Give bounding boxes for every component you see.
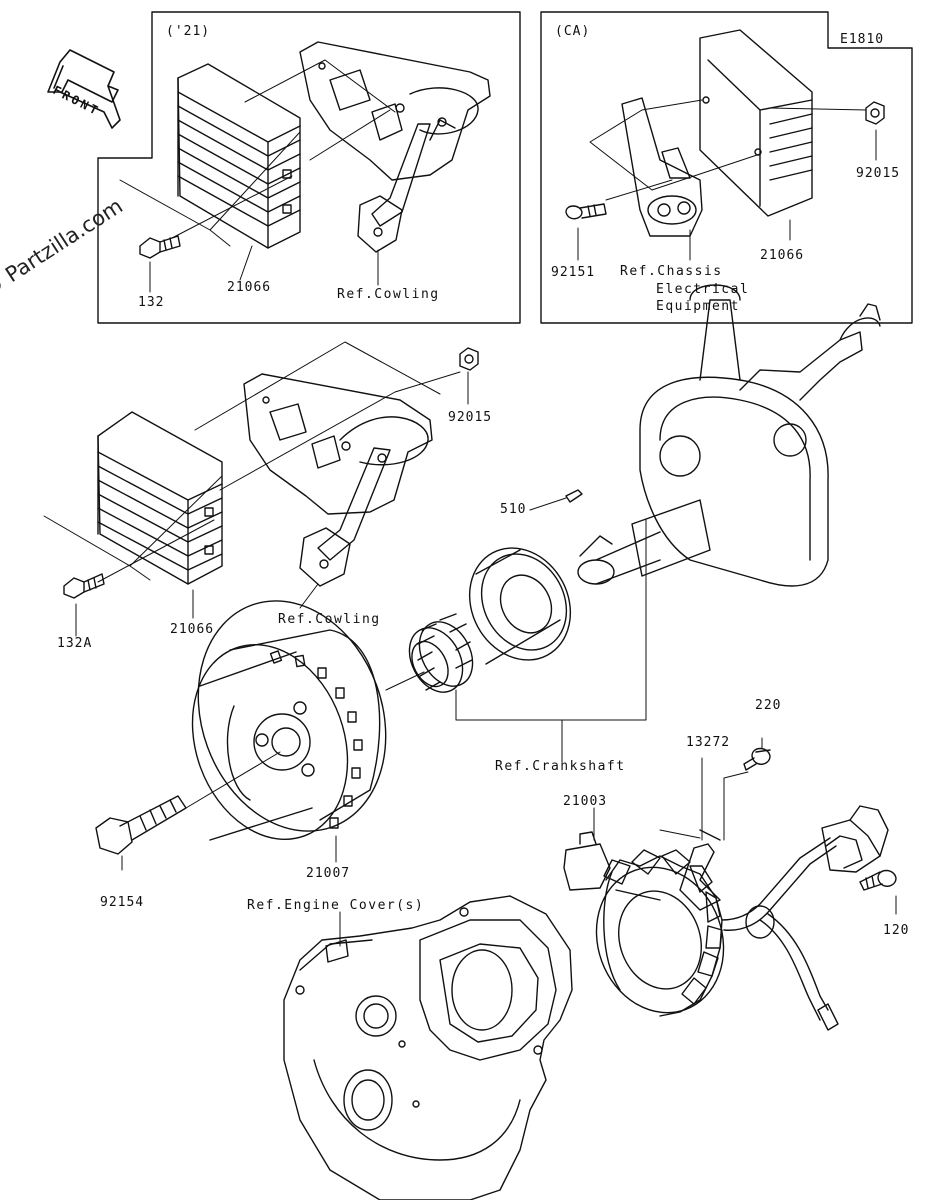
box-21-label: ('21): [166, 24, 211, 39]
flywheel-leaders: [121, 835, 337, 871]
stator-leaders: [593, 737, 897, 915]
part-92154-label[interactable]: 92154: [100, 895, 145, 910]
part-92151-label[interactable]: 92151: [551, 265, 596, 280]
regulator-ca-drawing: [699, 29, 813, 217]
regulator-leaders: [43, 341, 469, 637]
box-ca-leaders: [577, 99, 877, 261]
bolt-220-drawing: [743, 747, 771, 771]
ref-chassis-line2: Electrical: [656, 282, 750, 297]
regulator-21-drawing: [177, 63, 301, 249]
bolt-120-drawing: [859, 869, 897, 891]
engine-cover-drawing: [283, 895, 573, 1200]
bolt-92154-drawing: [95, 751, 281, 855]
part-21066-main-label[interactable]: 21066: [170, 622, 215, 637]
bracket-ca-drawing: [621, 97, 703, 237]
flywheel-teeth: [269, 650, 363, 829]
one-way-clutch-drawing: [408, 613, 474, 693]
part-13272-label[interactable]: 13272: [686, 735, 731, 750]
diagram-id: E1810: [840, 32, 885, 47]
bearing-drawing: [468, 547, 572, 665]
bolt-92151-drawing: [565, 203, 607, 220]
ref-cowling-main-label: Ref.Cowling: [278, 612, 381, 627]
ref-engine-cover-label: Ref.Engine Cover(s): [247, 898, 425, 913]
ref-chassis-line3: Equipment: [656, 299, 740, 314]
part-220-label[interactable]: 220: [755, 698, 782, 713]
flywheel-drawing: [191, 600, 387, 841]
ref-chassis-label: Ref.Chassis: [620, 264, 723, 279]
bracket-main-drawing: [243, 373, 433, 587]
part-21066-label[interactable]: 21066: [227, 280, 272, 295]
part-132a-label[interactable]: 132A: [57, 636, 93, 651]
crankshaft-ref-leaders: [385, 519, 647, 763]
part-21066-ca-label[interactable]: 21066: [760, 248, 805, 263]
clamp-13272-drawing: [679, 829, 721, 911]
front-arrow-icon: [47, 49, 121, 129]
stator-coils: [603, 849, 723, 1005]
part-120-label[interactable]: 120: [883, 923, 910, 938]
nut-92015-drawing: [459, 347, 479, 371]
harness-drawing: [721, 805, 889, 1031]
bolt-132-drawing: [139, 235, 181, 259]
part-92015-label[interactable]: 92015: [448, 410, 493, 425]
stator-drawing: [563, 831, 725, 1017]
part-21003-label[interactable]: 21003: [563, 794, 608, 809]
part-510-label[interactable]: 510: [500, 502, 527, 517]
bracket-21-drawing: [299, 41, 491, 253]
part-21007-label[interactable]: 21007: [306, 866, 351, 881]
nut-92015-ca-drawing: [865, 101, 885, 125]
part-132-label[interactable]: 132: [138, 295, 165, 310]
box-21-leaders: [119, 59, 396, 293]
key-510-drawing: [529, 489, 583, 511]
part-92015-ca-label[interactable]: 92015: [856, 166, 901, 181]
ref-cowling-label: Ref.Cowling: [337, 287, 440, 302]
box-21-frame: [97, 11, 521, 324]
box-ca-label: (CA): [555, 24, 591, 39]
regulator-main-drawing: [97, 411, 223, 585]
crankshaft-drawing: [577, 284, 881, 587]
ref-crankshaft-label: Ref.Crankshaft: [495, 759, 626, 774]
box-ca-frame: [540, 11, 913, 324]
bolt-132a-drawing: [63, 573, 105, 599]
